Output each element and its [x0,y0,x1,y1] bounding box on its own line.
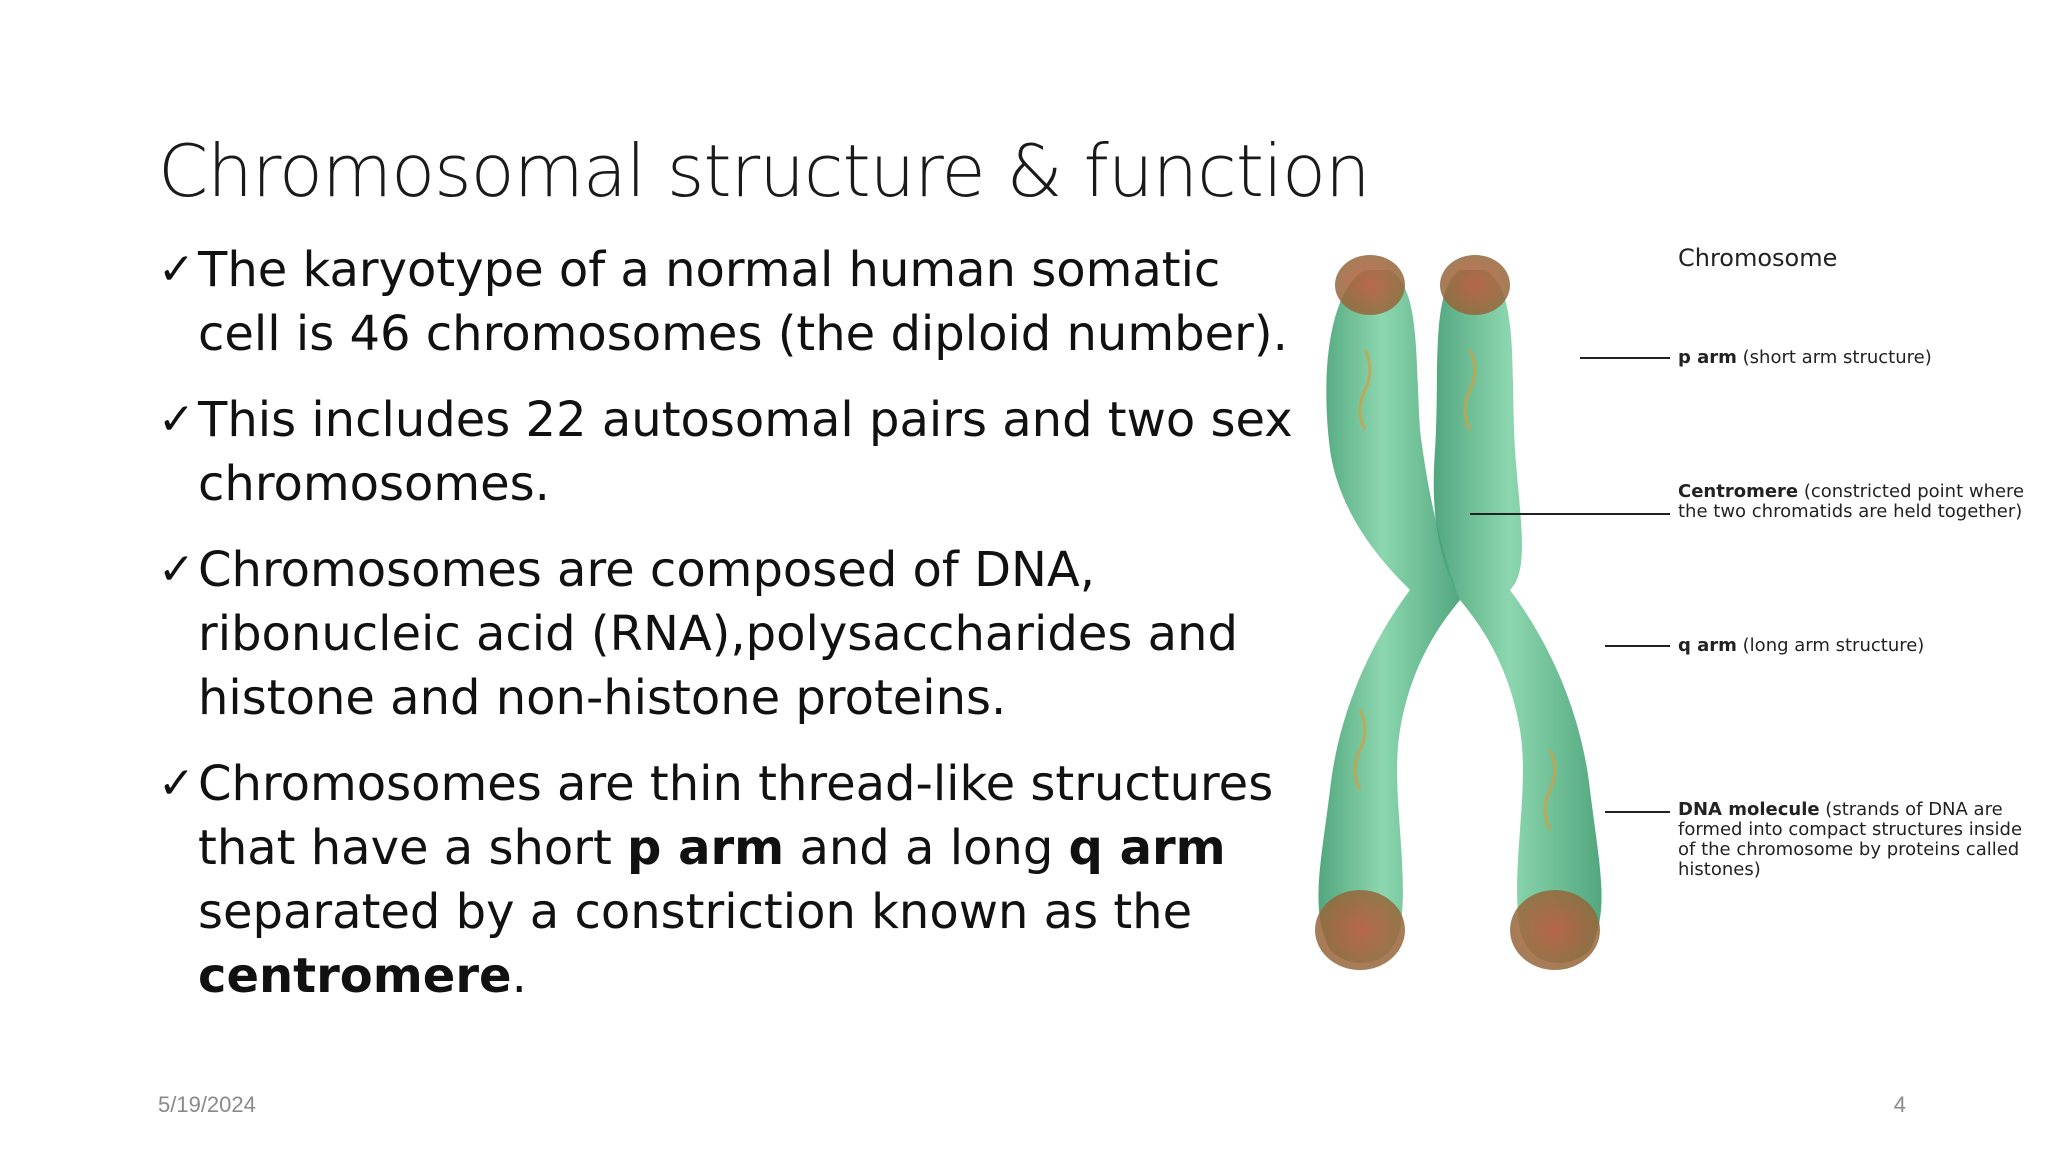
bullet-bold-term: q arm [1068,820,1226,876]
callout-term: p arm [1678,347,1737,368]
chromatid-right [1433,255,1602,970]
checkmark-icon: ✓ [158,544,195,595]
dna-helix-marks [1353,349,1557,831]
callout-desc: (strands of DNA are formed into compact … [1678,799,2023,880]
slide-title: Chromosomal structure & function [158,129,1371,213]
callout-term: Centromere [1678,481,1799,502]
bullet-text: The karyotype of a normal human somatic … [198,242,1288,362]
callout-dna-molecule: DNA molecule (strands of DNA are formed … [1678,800,2038,880]
bullet-text: Chromosomes are composed of DNA, ribonuc… [198,542,1238,726]
bullet-bold-term: p arm [627,820,785,876]
checkmark-icon: ✓ [158,758,195,809]
callout-term: q arm [1678,635,1737,656]
bullet-item: ✓ The karyotype of a normal human somati… [158,238,1308,366]
callout-centromere: Centromere (constricted point where the … [1678,482,2038,522]
bullet-bold-term: centromere [198,948,512,1004]
bullet-text: and a long [784,820,1069,876]
figure-title: Chromosome [1678,244,1838,272]
bullet-item: ✓ This includes 22 autosomal pairs and t… [158,388,1308,516]
page-number: 4 [1893,1092,1906,1117]
callout-desc: (short arm structure) [1736,347,1932,368]
callout-q-arm: q arm (long arm structure) [1678,636,2038,656]
checkmark-icon: ✓ [158,394,195,445]
callout-lines [1470,357,1670,813]
chromosome-illustration [1315,255,1670,970]
bullet-text: This includes 22 autosomal pairs and two… [198,392,1293,512]
bullet-item: ✓ Chromosomes are thin thread-like struc… [158,752,1308,1008]
chromatid-left [1315,255,1460,970]
bullet-item: ✓ Chromosomes are composed of DNA, ribon… [158,538,1308,730]
chromosome-figure: Chromosome p arm (short arm structure) C… [1270,230,2040,990]
callout-p-arm: p arm (short arm structure) [1678,348,2038,368]
callout-desc: (long arm structure) [1736,635,1925,656]
bullet-list: ✓ The karyotype of a normal human somati… [158,238,1308,1030]
bullet-text: Chromosomes are thin thread-like structu… [198,756,1274,876]
callout-term: DNA molecule [1678,799,1820,820]
callout-desc: (constricted point where the two chromat… [1678,481,2025,522]
checkmark-icon: ✓ [158,244,195,295]
bullet-text: . [511,948,527,1004]
footer-date: 5/19/2024 [158,1092,256,1117]
bullet-text: separated by a constriction known as the [198,884,1193,940]
